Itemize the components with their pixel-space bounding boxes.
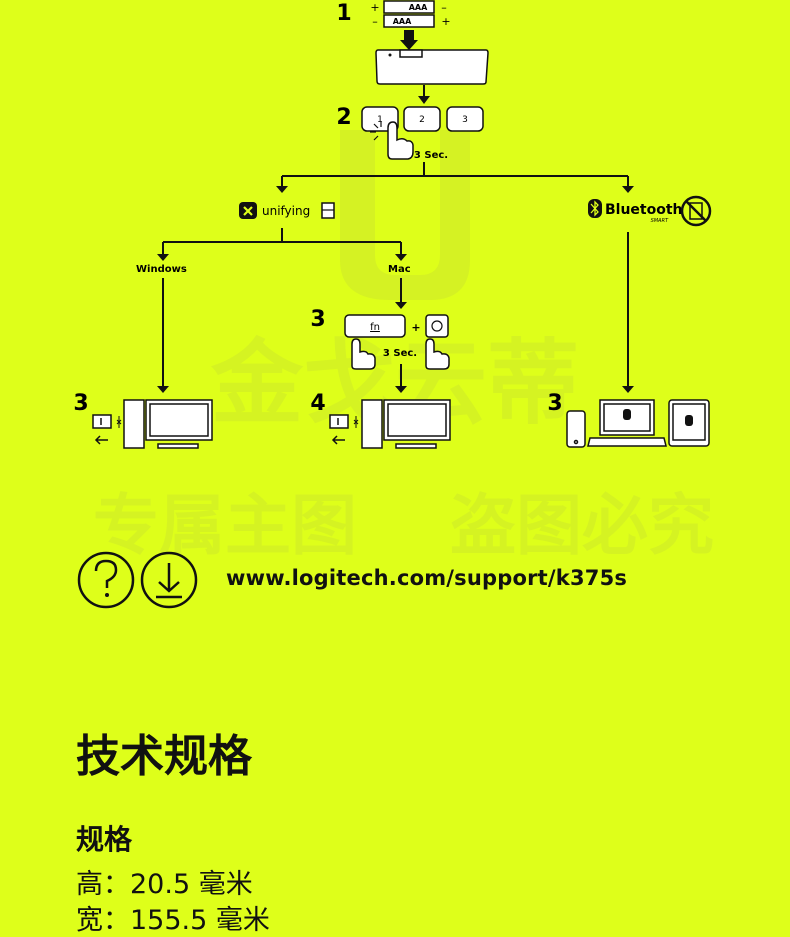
svg-text:fn: fn xyxy=(370,322,380,333)
watermark-right: 盗图必究 xyxy=(450,487,714,564)
no-receiver-icon xyxy=(680,195,712,227)
flow-lines xyxy=(162,30,629,390)
bluetooth-devices-icon xyxy=(566,399,710,448)
bluetooth-logo: Bluetooth SMART xyxy=(588,195,712,227)
svg-text:1: 1 xyxy=(377,115,383,125)
channel-key-2 xyxy=(403,106,441,132)
windows-label: Windows xyxy=(136,264,187,275)
bluetooth-icon xyxy=(623,409,631,420)
watermark-logo-icon xyxy=(340,130,470,300)
svg-text:AAA: AAA xyxy=(409,3,428,12)
spec-width: 宽：155.5 毫米 xyxy=(76,905,270,936)
keyboard-icon xyxy=(375,49,489,85)
finger-press-icon xyxy=(425,338,450,370)
svg-text:unifying: unifying xyxy=(262,204,310,218)
setup-diagram: 金戈云蒂 专属主图 盗图必究 1 2 3 xyxy=(73,0,714,609)
svg-text:SMART: SMART xyxy=(651,218,669,224)
step-number-3-windows: 3 xyxy=(73,391,88,416)
support-url-link[interactable]: www.logitech.com/support/k375s xyxy=(226,566,628,590)
svg-text:+: + xyxy=(370,1,379,14)
step-number-3-bluetooth: 3 xyxy=(547,391,562,416)
watermark-left: 专属主图 xyxy=(93,487,357,564)
specs-subtitle: 规格 xyxy=(76,823,133,856)
windows-computer-icon xyxy=(92,399,213,449)
mac-key-combo: fn + 3 Sec. xyxy=(344,314,450,370)
step-number-4-mac: 4 xyxy=(310,391,325,416)
battery-icon: AAA AAA + – – + xyxy=(370,0,451,28)
hold-time-label: 3 Sec. xyxy=(414,150,448,161)
svg-text:+: + xyxy=(411,321,420,334)
step-number-2: 2 xyxy=(336,105,351,130)
finger-press-icon xyxy=(351,338,376,370)
svg-text:AAA: AAA xyxy=(393,17,412,26)
channel-keys: 1 2 3 xyxy=(361,106,484,132)
phone-icon xyxy=(566,410,586,448)
channel-key-3 xyxy=(446,106,484,132)
step-number-1: 1 xyxy=(336,1,351,26)
option-key-icon xyxy=(425,314,449,338)
svg-text:2: 2 xyxy=(419,115,425,125)
svg-text:Bluetooth: Bluetooth xyxy=(605,202,683,218)
svg-text:3: 3 xyxy=(462,115,468,125)
svg-text:–: – xyxy=(441,1,447,14)
download-icon[interactable] xyxy=(140,551,198,609)
arrow-down-icon xyxy=(404,30,414,40)
fn-key-icon xyxy=(344,314,406,338)
finger-press-icon xyxy=(370,121,414,160)
step-number-3-mac: 3 xyxy=(310,307,325,332)
help-icon[interactable] xyxy=(77,551,135,609)
watermark: 金戈云蒂 专属主图 盗图必究 xyxy=(93,130,714,564)
mac-label: Mac xyxy=(388,264,411,275)
specs-title: 技术规格 xyxy=(76,731,252,782)
spec-height: 高：20.5 毫米 xyxy=(76,869,253,900)
mac-computer-icon xyxy=(329,399,451,449)
bluetooth-icon xyxy=(685,415,693,426)
svg-text:–: – xyxy=(372,15,378,28)
svg-text:+: + xyxy=(441,15,450,28)
unifying-logo: unifying xyxy=(239,202,335,219)
arrowheads xyxy=(157,96,634,393)
arrow-down-icon xyxy=(400,40,418,50)
hold-time-mac-label: 3 Sec. xyxy=(383,348,417,359)
